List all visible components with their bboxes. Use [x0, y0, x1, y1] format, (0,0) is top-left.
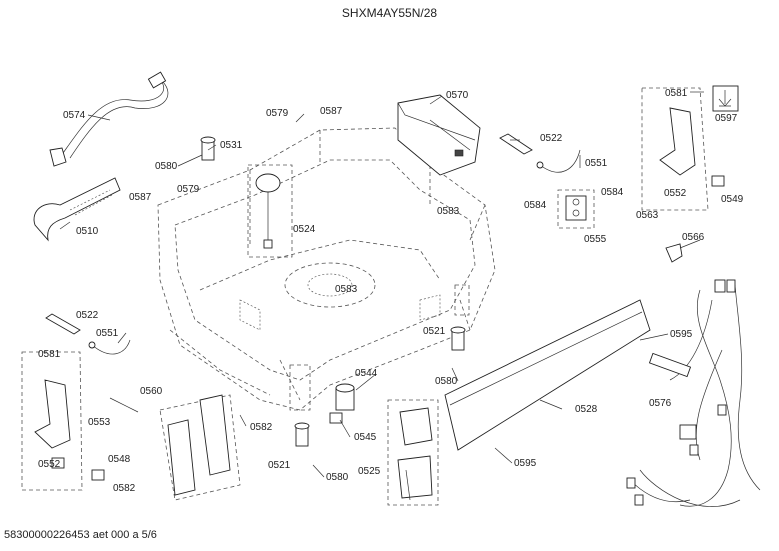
part-label-0583: 0583 [437, 206, 460, 217]
part-label-0582: 0582 [250, 422, 273, 433]
part-label-0576: 0576 [649, 398, 672, 409]
part-label-0574: 0574 [63, 110, 86, 121]
part-label-0555: 0555 [584, 234, 607, 245]
part-label-0544: 0544 [355, 368, 378, 379]
part-label-0595: 0595 [670, 329, 693, 340]
part-label-0583: 0583 [335, 284, 358, 295]
part-label-0522: 0522 [76, 310, 99, 321]
tool-icon-box [712, 85, 739, 112]
part-label-0566: 0566 [682, 232, 705, 243]
part-label-0524: 0524 [293, 224, 316, 235]
control-module [397, 94, 481, 176]
part-label-0582: 0582 [113, 483, 136, 494]
wiring-harness [626, 279, 761, 507]
part-label-0510: 0510 [76, 226, 99, 237]
part-label-0587: 0587 [129, 192, 152, 203]
diagram-title: SHXM4AY55N/28 [341, 6, 438, 20]
part-label-0531: 0531 [220, 140, 243, 151]
part-label-0521: 0521 [268, 460, 291, 471]
part-label-0549: 0549 [721, 194, 744, 205]
part-label-0548: 0548 [108, 454, 131, 465]
part-label-0581: 0581 [665, 88, 688, 99]
sensor-group [557, 189, 595, 229]
document-id: 58300000226453 aet 000 a 5/6 [4, 529, 157, 541]
part-label-0587: 0587 [320, 106, 343, 117]
heater-tube-lower [45, 313, 131, 355]
bracket-upper-right [641, 87, 725, 211]
part-label-0528: 0528 [575, 404, 598, 415]
part-label-0525: 0525 [358, 466, 381, 477]
heater-tube-upper [499, 133, 581, 173]
part-label-0522: 0522 [540, 133, 563, 144]
part-label-0552: 0552 [38, 459, 61, 470]
drain-hose [33, 177, 121, 242]
part-label-0581: 0581 [38, 349, 61, 360]
part-label-0560: 0560 [140, 386, 163, 397]
part-label-0521: 0521 [423, 326, 446, 337]
part-label-0551: 0551 [96, 328, 119, 339]
part-label-0552: 0552 [664, 188, 687, 199]
part-label-0579: 0579 [266, 108, 289, 119]
part-label-0595: 0595 [514, 458, 537, 469]
part-label-0597: 0597 [715, 113, 738, 124]
part-label-0584: 0584 [524, 200, 547, 211]
part-label-0570: 0570 [446, 90, 469, 101]
part-label-0553: 0553 [88, 417, 111, 428]
part-label-0580: 0580 [435, 376, 458, 387]
bracket-lower-left [21, 351, 105, 491]
pump-assembly [387, 399, 439, 506]
hinge-group [159, 394, 241, 501]
part-label-0579: 0579 [177, 184, 200, 195]
part-label-0580: 0580 [155, 161, 178, 172]
leader-lines [59, 91, 704, 501]
part-label-0563: 0563 [636, 210, 659, 221]
part-label-0545: 0545 [354, 432, 377, 443]
valve [329, 383, 355, 424]
front-panel [444, 299, 651, 451]
part-label-0584: 0584 [601, 187, 624, 198]
base-tub [157, 127, 496, 411]
float-assembly [247, 164, 293, 258]
small-sensor [665, 243, 683, 263]
power-cord [49, 71, 169, 167]
part-label-0551: 0551 [585, 158, 608, 169]
part-label-0580: 0580 [326, 472, 349, 483]
